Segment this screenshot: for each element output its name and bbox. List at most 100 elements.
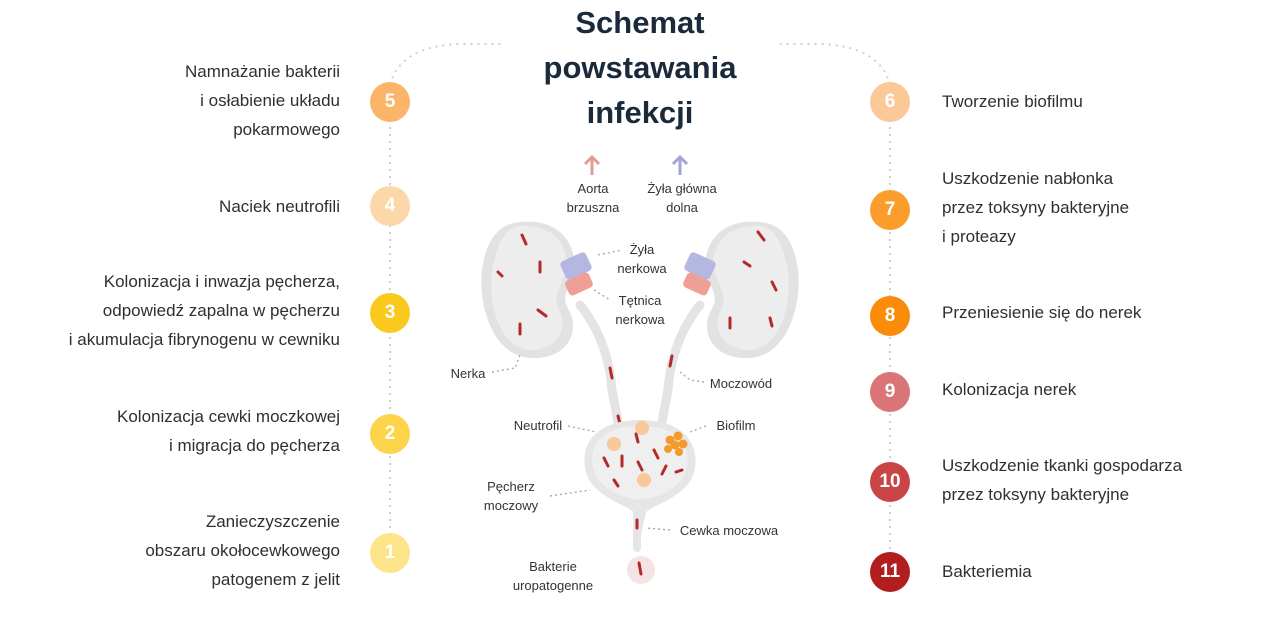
label-urethra: Cewka moczowa — [670, 521, 788, 540]
label-line: Żyła główna — [647, 181, 717, 196]
step-text-line: Kolonizacja i inwazja pęcherza, — [103, 272, 340, 291]
page-title: Schemat powstawania infekcji — [500, 0, 780, 135]
label-line: Aorta — [577, 181, 609, 196]
step-number: 10 — [879, 471, 901, 492]
step-number: 7 — [884, 199, 896, 220]
label-line: dolna — [666, 200, 698, 215]
step-6-badge: 6 — [870, 82, 910, 122]
step-text-line: i migracja do pęcherza — [168, 436, 340, 455]
step-5-badge: 5 — [370, 82, 410, 122]
left-ureter — [575, 300, 625, 437]
label-biofilm: Biofilm — [706, 416, 766, 435]
step-number: 2 — [384, 423, 396, 444]
right-renal-artery — [683, 272, 711, 296]
step-text-line: Kolonizacja nerek — [942, 380, 1077, 399]
right-ureter — [655, 300, 705, 437]
biofilm-cluster-icon — [664, 431, 688, 456]
aorta-arrow-icon — [583, 154, 601, 175]
neutrophil-cell-icon — [607, 437, 621, 451]
step-10-text: Uszkodzenie tkanki gospodarza przez toks… — [942, 451, 1262, 509]
label-bladder: Pęcherz moczowy — [474, 477, 548, 515]
step-1-badge: 1 — [370, 533, 410, 573]
step-number: 1 — [384, 542, 396, 563]
step-number: 4 — [384, 195, 396, 216]
label-line: nerkowa — [615, 312, 665, 327]
step-text-line: Naciek neutrofili — [219, 197, 340, 216]
step-number: 5 — [384, 91, 396, 112]
bladder — [584, 420, 696, 552]
step-8-text: Przeniesienie się do nerek — [942, 298, 1262, 327]
left-kidney — [481, 221, 575, 359]
label-line: Żyła — [629, 242, 655, 257]
step-number: 8 — [884, 305, 896, 326]
label-line: Cewka moczowa — [679, 523, 779, 538]
label-line: Nerka — [450, 366, 486, 381]
step-8-badge: 8 — [870, 296, 910, 336]
step-9-text: Kolonizacja nerek — [942, 375, 1262, 404]
step-11-badge: 11 — [870, 552, 910, 592]
neutrophil-cell-icon — [637, 473, 651, 487]
step-text-line: Tworzenie biofilmu — [942, 92, 1083, 111]
right-kidney — [705, 221, 799, 359]
step-2-badge: 2 — [370, 414, 410, 454]
title-line-1: Schemat — [575, 5, 705, 40]
step-6-text: Tworzenie biofilmu — [942, 87, 1262, 116]
step-number: 3 — [384, 302, 396, 323]
label-bacteria: Bakterie uropatogenne — [498, 557, 608, 595]
step-2-text: Kolonizacja cewki moczkowej i migracja d… — [0, 402, 340, 460]
step-10-badge: 10 — [870, 462, 910, 502]
step-text-line: patogenem z jelit — [211, 570, 340, 589]
step-text-line: Bakteriemia — [942, 562, 1032, 581]
step-4-badge: 4 — [370, 186, 410, 226]
step-11-text: Bakteriemia — [942, 557, 1262, 586]
label-leaders — [491, 249, 707, 531]
left-renal-artery — [565, 272, 593, 296]
label-line: Neutrofil — [513, 418, 563, 433]
step-5-text: Namnażanie bakterii i osłabienie układu … — [0, 57, 340, 144]
label-line: uropatogenne — [512, 578, 594, 593]
step-text-line: Namnażanie bakterii — [185, 62, 340, 81]
step-text-line: Zanieczyszczenie — [205, 512, 340, 531]
step-9-badge: 9 — [870, 372, 910, 412]
label-vena-cava: Żyła główna dolna — [636, 179, 728, 217]
step-3-text: Kolonizacja i inwazja pęcherza, odpowied… — [0, 267, 340, 354]
step-text-line: odpowiedź zapalna w pęcherzu — [102, 301, 340, 320]
step-text-line: Uszkodzenie nabłonka — [942, 169, 1114, 188]
label-line: brzuszna — [566, 200, 620, 215]
step-number: 11 — [879, 561, 901, 582]
label-aorta: Aorta brzuszna — [556, 179, 630, 217]
label-line: Pęcherz — [487, 479, 535, 494]
step-text-line: przez toksyny bakteryjne — [942, 485, 1130, 504]
step-text-line: obszaru okołocewkowego — [145, 541, 340, 560]
step-3-badge: 3 — [370, 293, 410, 333]
right-renal-vein — [684, 252, 716, 280]
left-top-connector — [389, 43, 505, 86]
title-line-3: infekcji — [586, 95, 694, 130]
step-text-line: pokarmowego — [233, 120, 340, 139]
vein-arrow-icon — [671, 154, 689, 175]
label-kidney: Nerka — [440, 364, 496, 383]
step-text-line: Kolonizacja cewki moczkowej — [117, 407, 340, 426]
step-7-text: Uszkodzenie nabłonka przez toksyny bakte… — [942, 164, 1262, 251]
step-7-badge: 7 — [870, 190, 910, 230]
label-renal-vein: Żyła nerkowa — [612, 240, 672, 278]
step-text-line: i proteazy — [942, 227, 1016, 246]
step-text-line: Uszkodzenie tkanki gospodarza — [942, 456, 1183, 475]
step-4-text: Naciek neutrofili — [0, 192, 340, 221]
step-number: 6 — [884, 91, 896, 112]
step-1-text: Zanieczyszczenie obszaru okołocewkowego … — [0, 507, 340, 594]
label-line: nerkowa — [617, 261, 667, 276]
left-renal-vein — [560, 252, 592, 280]
label-line: Bakterie — [529, 559, 577, 574]
label-line: Tętnica — [618, 293, 662, 308]
step-text-line: i osłabienie układu — [200, 91, 340, 110]
step-text-line: Przeniesienie się do nerek — [942, 303, 1142, 322]
step-number: 9 — [884, 381, 896, 402]
step-text-line: przez toksyny bakteryjne — [942, 198, 1130, 217]
label-line: Biofilm — [716, 418, 756, 433]
label-line: Moczowód — [709, 376, 773, 391]
label-line: moczowy — [483, 498, 539, 513]
label-neutrophil: Neutrofil — [502, 416, 574, 435]
